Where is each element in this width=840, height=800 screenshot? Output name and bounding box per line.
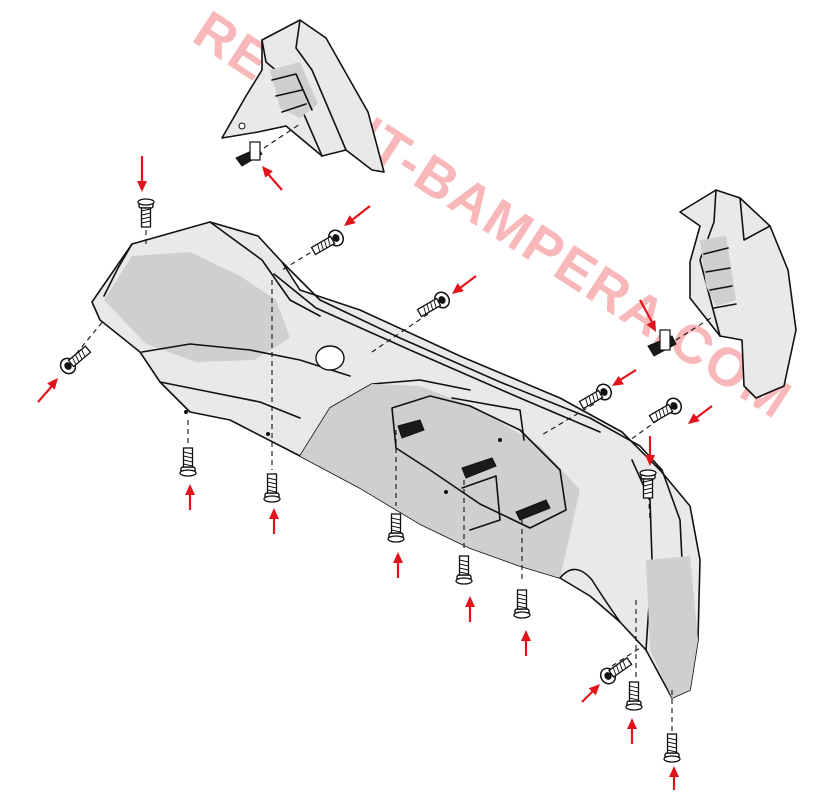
red-arrow-icon <box>581 680 604 703</box>
red-arrow-icons <box>37 156 713 790</box>
screw-icon-top-left <box>137 198 155 228</box>
screw-icon-lower-right <box>596 653 635 688</box>
red-arrow-icon <box>645 436 655 466</box>
screw-icon-upper-4 <box>646 394 685 427</box>
red-arrow-icon <box>185 484 195 510</box>
screw-icon-upper-1 <box>308 226 347 259</box>
screw-icon-lower-5 <box>513 589 531 619</box>
red-arrow-icon <box>137 156 147 192</box>
left-bumper-bracket <box>221 19 385 173</box>
red-arrow-icon <box>627 718 637 744</box>
red-arrow-icon <box>639 299 661 335</box>
screw-icon-lower-2 <box>263 473 281 503</box>
screw-icon-lower-7 <box>663 733 681 763</box>
screw-icon-lower-6 <box>625 681 643 711</box>
red-arrow-icon <box>258 162 283 191</box>
screw-icon-upper-3 <box>576 380 615 413</box>
screw-icon-left-side <box>56 342 94 378</box>
left-bracket-clip <box>235 141 263 167</box>
fastener-guide-lines <box>75 212 673 734</box>
screw-icon-lower-3 <box>387 513 405 543</box>
red-arrow-icon <box>521 630 531 656</box>
red-arrow-icon <box>448 275 477 298</box>
red-arrow-icon <box>37 374 62 403</box>
red-arrow-icon <box>669 766 679 790</box>
red-arrow-icon <box>393 552 403 578</box>
right-bumper-bracket <box>679 189 797 399</box>
screw-icon-lower-4 <box>455 555 473 585</box>
screw-icon-upper-2 <box>414 288 453 321</box>
red-arrow-icon <box>340 205 371 230</box>
red-arrow-icon <box>269 508 279 534</box>
red-arrow-icon <box>609 369 637 391</box>
red-arrow-icon <box>684 405 713 428</box>
red-arrow-icon <box>465 596 475 622</box>
right-bracket-clip <box>647 329 677 357</box>
screw-icon-lower-1 <box>179 447 197 477</box>
